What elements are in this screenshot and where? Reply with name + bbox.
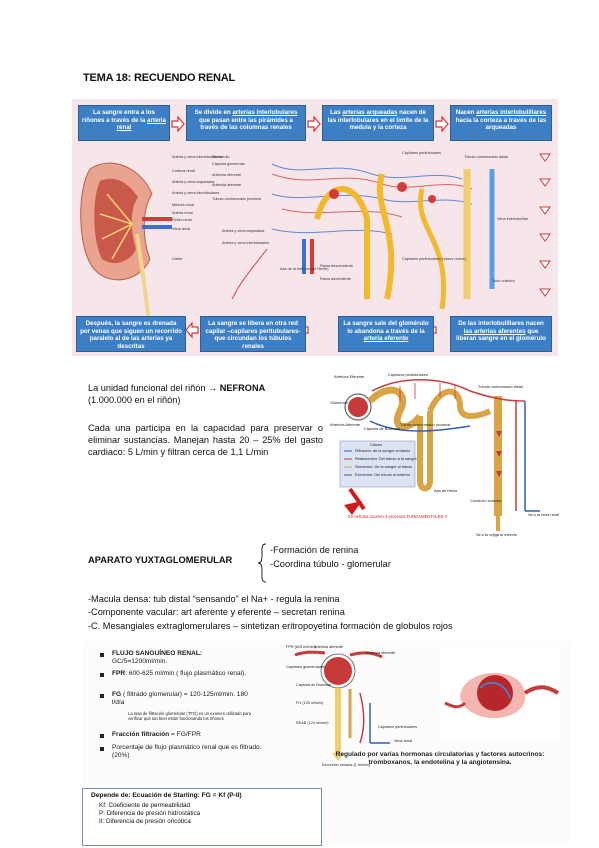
kidney-label: Vena renal: [172, 227, 191, 231]
nephron-label: Cápsula de Bowman: [364, 426, 400, 431]
filtration-label: Capilares glomerulares: [286, 665, 326, 669]
filtration-label: Arteriola aferente: [314, 645, 344, 649]
flow-step-5-box: De las interlobulillares nacen las arter…: [450, 316, 552, 352]
aparato-item: -Formación de renina: [270, 545, 359, 555]
nephron-label: Tubo colector: [492, 279, 515, 283]
kidney-label: Corteza renal: [172, 169, 195, 173]
nephron-note: En nefrona ocurren 4 procesos FUNDAMENTA…: [348, 514, 447, 519]
flow-step-1-box: La sangre entra a los riñones a través d…: [78, 105, 170, 141]
nephron-label: Capilares peritubulares: [402, 151, 442, 155]
page-title: TEMA 18: RECUENDO RENAL: [83, 72, 236, 84]
filtration-label: Cápsula de Bowman: [296, 683, 332, 687]
flujo-sanguineo: FLUJO SANGUÍNEO RENAL:GC/5=1200ml/min.: [112, 650, 203, 665]
bullet-icon: [100, 747, 104, 751]
kidney-label: Médula renal: [172, 203, 194, 207]
renal-filtration-figure: FLUJO SANGUÍNEO RENAL:GC/5=1200ml/min. F…: [82, 641, 570, 846]
kidney-label: Arteria y vena interlobulares: [172, 191, 220, 195]
legend-heading: Claves: [370, 442, 382, 447]
flow-step-7-box: La sangre se libera en otra red capilar …: [200, 316, 306, 352]
flow-step-2-box: Se divide en arterias interlobulares que…: [186, 105, 306, 141]
nephron-label: Va a la vena renal: [528, 512, 560, 517]
fg-text: FG ( filtrado glomerular) = 120-125ml/mi…: [112, 691, 248, 706]
starling-row: II: Diferencia de presión oncótica: [99, 818, 191, 825]
kidney-label: Arteria renal: [172, 211, 193, 215]
aparato-line: -Macula densa: tub distal “sensando” el …: [88, 594, 340, 604]
kidney-label: Glomérulo: [212, 155, 230, 159]
bullet-icon: [100, 734, 104, 738]
fpr-text: FPR: 600-625 ml/min ( flujo plasmático r…: [112, 670, 247, 677]
nephron-label: Capilares peritubulares (vasos rectos): [402, 257, 466, 261]
nephron-label: Túbulo contorneado distal: [464, 155, 508, 159]
nephron-label: Arteria y vena interlobulares: [222, 241, 270, 245]
bullet-icon: [100, 673, 104, 677]
nephron-label: Asa de la nefrona (de Henle): [280, 267, 329, 271]
starling-row: Kf: Coeficiente de permeabilidad: [99, 802, 191, 809]
nephron-label: Glomérulo: [330, 400, 348, 405]
kidney-label: Arteriola eferente: [212, 173, 242, 177]
filtration-label: Arteriola eferente: [366, 651, 396, 655]
nephron-label: Túbulo contorneado distal: [478, 384, 523, 389]
flow-step-4-box: Nacen arterias interlobulillares hacia l…: [450, 105, 552, 141]
kidney-label: Arteria y vena arqueadas: [172, 180, 215, 184]
flow-step-8-box: Después, la sangre es drenada por venas …: [76, 316, 186, 352]
aparato-title: APARATO YUXTAGLOMERULAR: [88, 555, 233, 565]
starling-heading: Depende de: Ecuación de Starling: FG = K…: [91, 792, 242, 799]
aparato-line: -C. Mesangiales extraglomerulares – sint…: [88, 621, 453, 631]
legend-item: Excreción: Del túbulo al exterior: [355, 472, 410, 477]
filtration-label: REAB (124 ml/min): [296, 721, 329, 725]
nefrona-intro: La unidad funcional del riñón → NEFRONA …: [88, 383, 266, 405]
tfg-note: La tasa de filtración glomerular (TFG) e…: [128, 711, 252, 721]
filtration-label: FPR (625 ml/min): [286, 645, 316, 649]
starling-row: P: Diferencia de presión hidrostática: [99, 810, 201, 817]
aparato-line: -Componente vacular: art aferente y efer…: [88, 607, 345, 617]
nefrona-description: Cada una participa en la capacidad para …: [88, 423, 323, 457]
bullet-icon: [100, 653, 104, 657]
kidney-label: Arteria y vena interlobulillares: [172, 155, 222, 159]
nephron-label: Va a la vejiga al exterior: [476, 532, 518, 537]
flow-step-3-box: Las arterias arqueadas nacen de las inte…: [322, 105, 434, 141]
kidney-label: Túbulo contorneado proximal: [212, 197, 262, 201]
hormonas-text: Regulado por varias hormonas circulatori…: [335, 751, 545, 766]
porcentaje-text: Porcentaje de flujo plasmático renal que…: [112, 744, 262, 759]
nephron-label: Asa de Henle: [434, 488, 458, 493]
legend-item: Filtración: de la sangre al túbulo: [355, 448, 411, 453]
nephron-label: Capilares peritubulares: [388, 372, 429, 377]
renal-circulation-figure: La sangre entra a los riñones a través d…: [72, 99, 558, 356]
nephron-process-figure: Arteriola Eferente Capilares peritubular…: [330, 371, 559, 547]
nephron-label: Rama ascendente: [320, 277, 351, 281]
legend-item: Secreción: De la sangre al túbulo: [355, 464, 413, 469]
nephron-label: Rama descendente: [320, 264, 353, 268]
kidney-label: Pelvis renal: [172, 218, 192, 222]
bullet-icon: [100, 694, 104, 698]
legend-item: Reabsorción: Del túbulo a la sangre: [355, 456, 417, 461]
nephron-illustration: [339, 379, 540, 531]
fraccion-filtracion: Fracción filtración = FG/FPR: [112, 731, 201, 738]
filtration-label: Excreción urinaria (1 ml/min): [322, 763, 371, 767]
aparato-item: -Coordina túbulo - glomerular: [270, 559, 391, 569]
nephron-label: Conducto colector: [470, 498, 502, 503]
filtration-label: Capilares peritubulares: [378, 725, 418, 729]
kidney-label: Arteriola aferente: [212, 183, 242, 187]
nephron-label: Arteria y vena arqueadas: [222, 229, 265, 233]
nephron-label: Vena interlobulillar: [497, 217, 529, 221]
brace-icon: [257, 543, 267, 583]
filtration-illustration: [294, 648, 560, 761]
kidney-nephron-illustration: [72, 99, 558, 356]
flow-step-6-box: La sangre sale del glomérulo lo abandona…: [338, 316, 434, 352]
filtration-label: Vena renal: [394, 739, 413, 743]
nephron-label: Túbulo contorneado proximal: [400, 422, 451, 427]
kidney-label: Cápsula glomerular: [212, 162, 245, 166]
nephron-label: Arteriola Eferente: [334, 374, 365, 379]
kidney-label: Uréter: [172, 257, 183, 261]
nephron-label: Arteriola Aferente: [330, 422, 361, 427]
starling-box: Depende de: Ecuación de Starling: FG = K…: [82, 788, 322, 846]
filtration-label: FG (125 ml/min): [296, 701, 324, 705]
